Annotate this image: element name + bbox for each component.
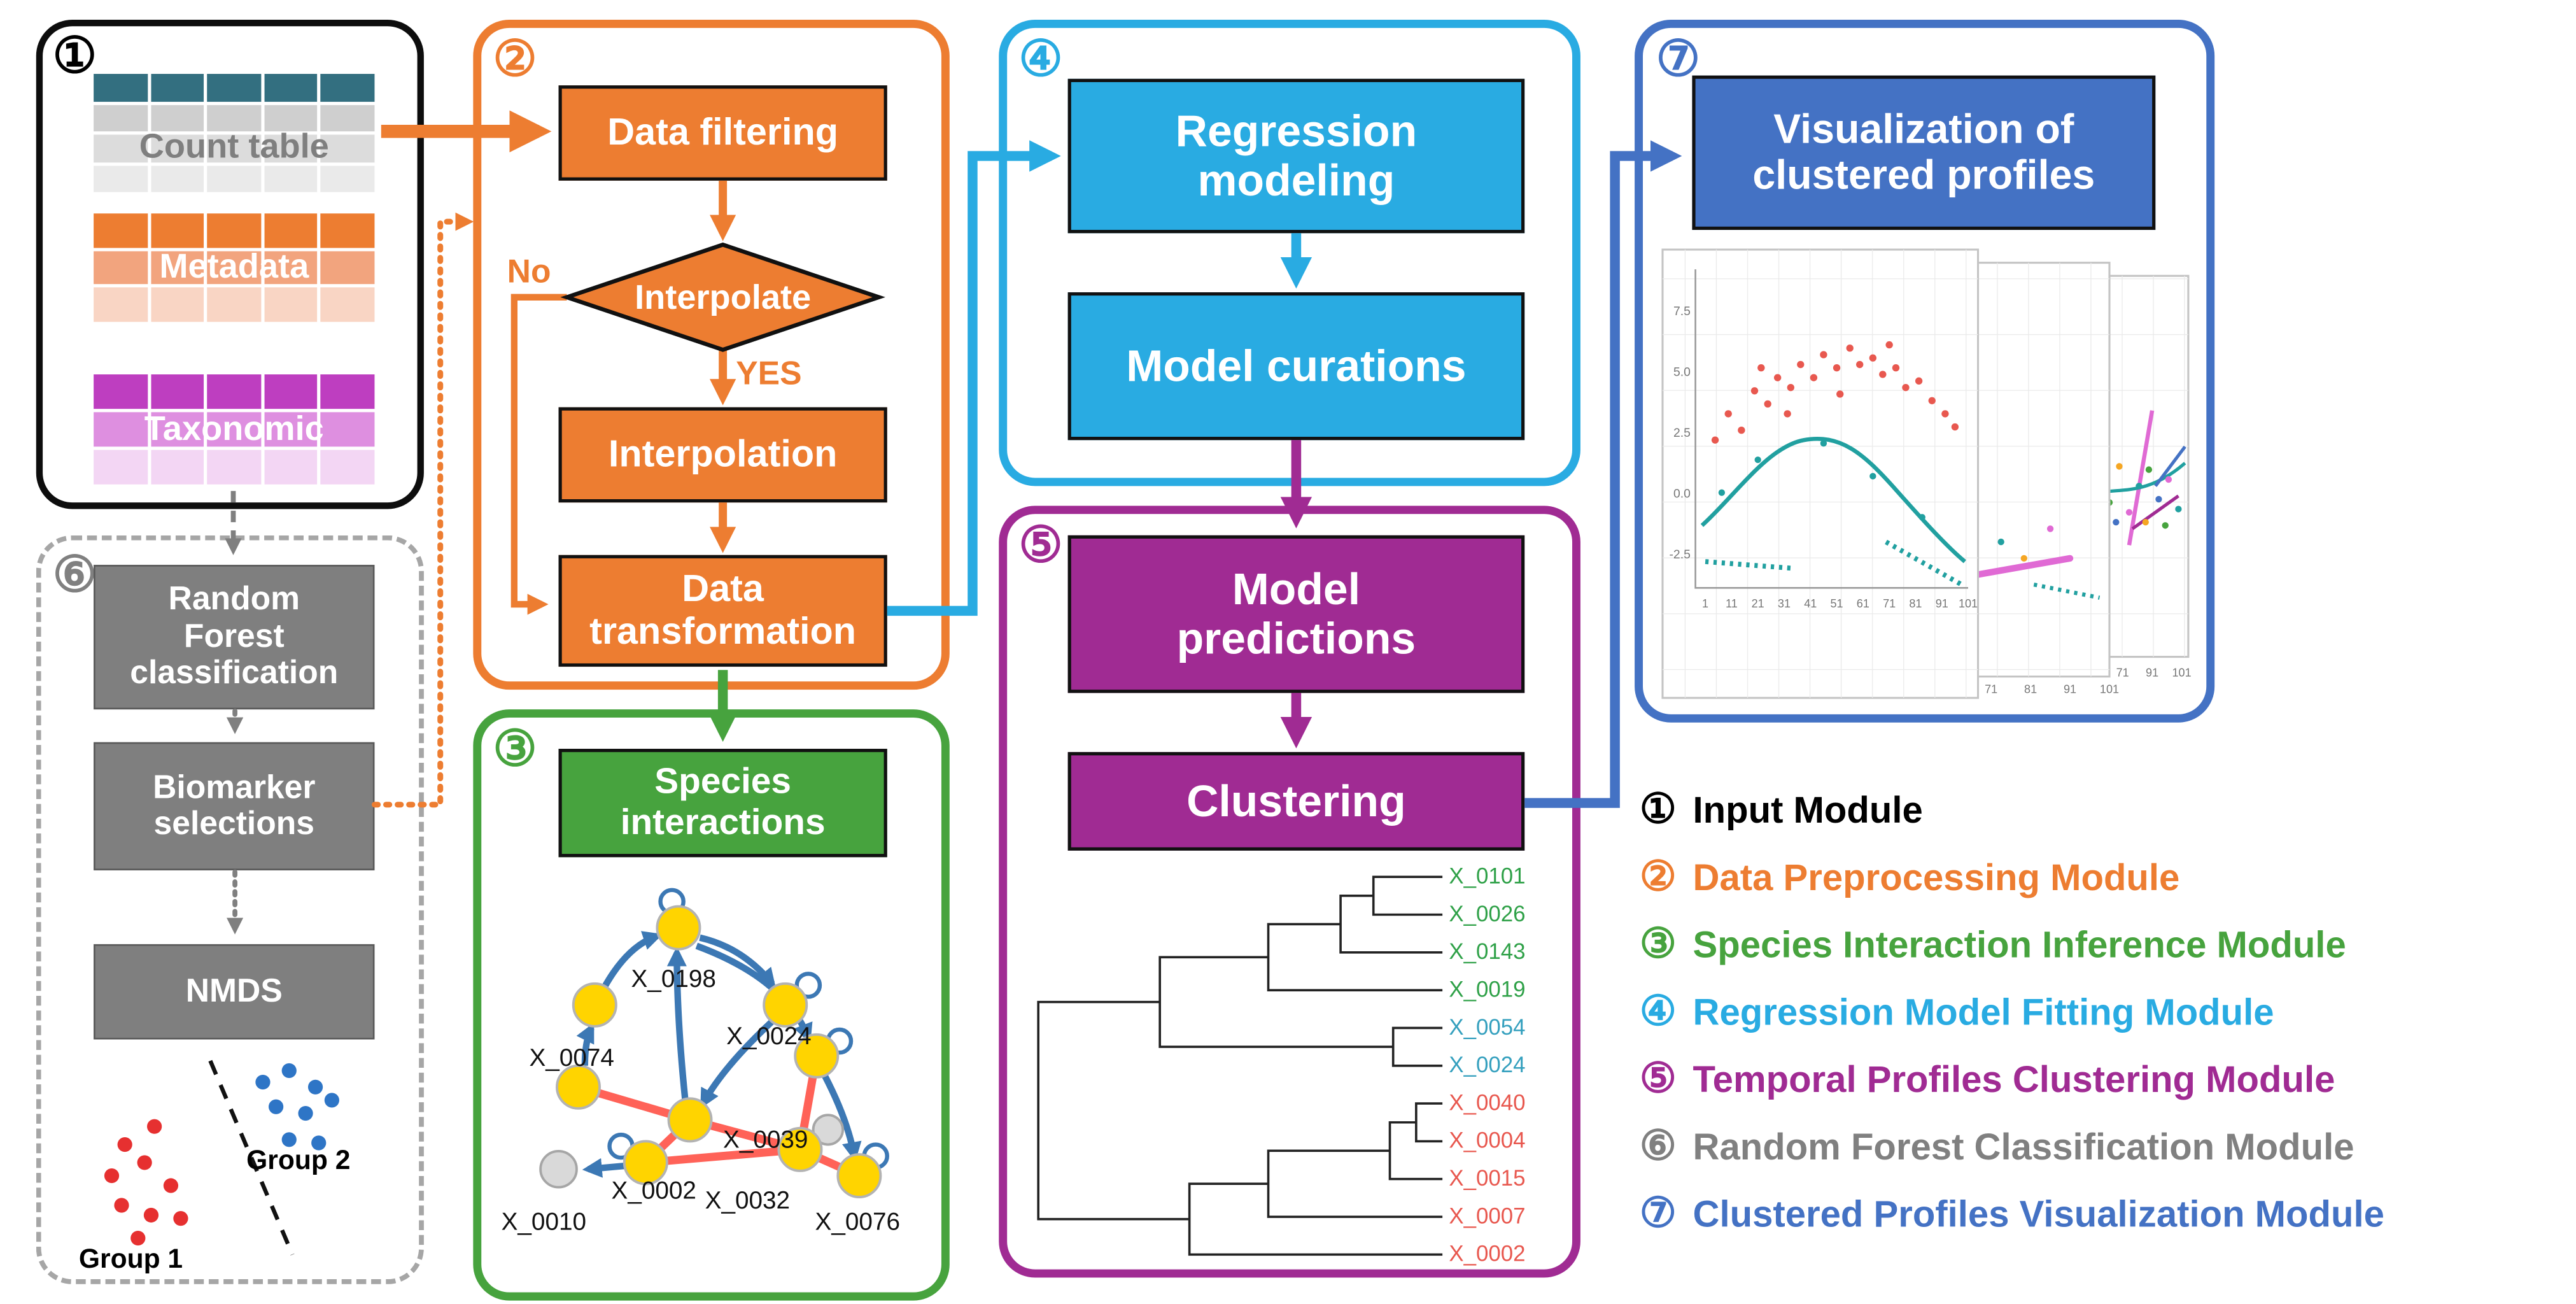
module2-number-badge: ② <box>493 32 537 87</box>
legend-label: Regression Model Fitting Module <box>1693 991 2274 1032</box>
module1-number-badge: ① <box>52 29 97 84</box>
data-filtering-box: Data filtering <box>558 85 887 181</box>
legend-number: ⑤ <box>1639 1056 1677 1102</box>
species-interactions-label: Species interactions <box>620 761 826 843</box>
legend-number: ② <box>1639 854 1677 900</box>
metadata-table-graphic: Metadata <box>94 213 375 322</box>
interpolation-label: Interpolation <box>608 432 838 475</box>
taxonomic-table-label: Taxonomic <box>144 409 324 448</box>
model-curations-box: Model curations <box>1067 292 1525 441</box>
legend-item-species: ③ Species Interaction Inference Module <box>1640 923 2559 967</box>
legend-item-input: ① Input Module <box>1640 788 2559 833</box>
module5-number-badge: ⑤ <box>1018 518 1063 574</box>
nmds-label: NMDS <box>185 973 283 1010</box>
count-table-graphic: Count table <box>94 74 375 192</box>
legend-label: Random Forest Classification Module <box>1693 1125 2354 1167</box>
module-species-interaction-frame <box>473 709 950 1301</box>
legend-number: ⑦ <box>1639 1190 1677 1237</box>
data-transformation-label: Data transformation <box>589 567 857 652</box>
legend-number: ④ <box>1639 988 1677 1035</box>
legend-label: Temporal Profiles Clustering Module <box>1693 1058 2335 1100</box>
metadata-table-label: Metadata <box>159 248 309 286</box>
module4-number-badge: ④ <box>1018 32 1063 87</box>
module3-number-badge: ③ <box>493 722 537 777</box>
legend-item-random-forest: ⑥ Random Forest Classification Module <box>1640 1125 2559 1170</box>
data-filtering-label: Data filtering <box>607 110 839 153</box>
legend-label: Input Module <box>1693 789 1923 830</box>
species-interactions-box: Species interactions <box>558 749 887 858</box>
regression-modeling-box: Regression modeling <box>1067 78 1525 234</box>
nmds-box: NMDS <box>94 944 375 1040</box>
module-random-forest-frame <box>36 535 424 1284</box>
model-predictions-box: Model predictions <box>1067 535 1525 693</box>
visualization-box: Visualization of clustered profiles <box>1692 75 2156 230</box>
taxonomic-table-graphic: Taxonomic <box>94 374 375 485</box>
legend-label: Species Interaction Inference Module <box>1693 923 2346 965</box>
model-curations-label: Model curations <box>1126 341 1467 391</box>
legend-number: ① <box>1639 786 1677 833</box>
interpolation-box: Interpolation <box>558 407 887 503</box>
visualization-label: Visualization of clustered profiles <box>1752 106 2095 199</box>
random-forest-box: Random Forest classification <box>94 565 375 710</box>
regression-modeling-label: Regression modeling <box>1175 106 1418 206</box>
legend-number: ⑥ <box>1639 1123 1677 1170</box>
module6-number-badge: ⑥ <box>52 548 97 603</box>
data-transformation-box: Data transformation <box>558 555 887 667</box>
legend-item-visualization: ⑦ Clustered Profiles Visualization Modul… <box>1640 1192 2559 1237</box>
random-forest-label: Random Forest classification <box>130 582 339 692</box>
legend-label: Data Preprocessing Module <box>1693 856 2180 898</box>
count-table-label: Count table <box>139 128 329 166</box>
clustering-box: Clustering <box>1067 752 1525 851</box>
biomarker-selections-label: Biomarker selections <box>153 769 316 843</box>
model-predictions-label: Model predictions <box>1176 564 1416 663</box>
legend-number: ③ <box>1639 921 1677 968</box>
legend-item-clustering: ⑤ Temporal Profiles Clustering Module <box>1640 1058 2559 1102</box>
legend-label: Clustered Profiles Visualization Module <box>1693 1193 2384 1235</box>
clustering-label: Clustering <box>1186 776 1406 826</box>
legend-item-regression: ④ Regression Model Fitting Module <box>1640 990 2559 1035</box>
legend-item-preprocessing: ② Data Preprocessing Module <box>1640 856 2559 900</box>
biomarker-selections-box: Biomarker selections <box>94 742 375 870</box>
legend: ① Input Module ② Data Preprocessing Modu… <box>1640 788 2559 1237</box>
